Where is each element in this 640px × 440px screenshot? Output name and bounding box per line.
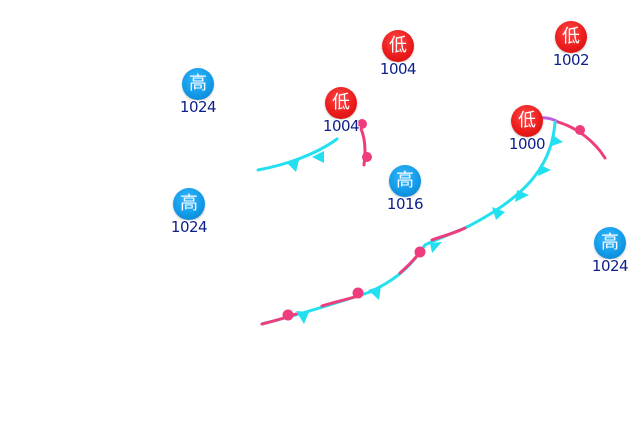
cold-front-barb <box>312 151 324 163</box>
warm-front-bump <box>282 309 294 321</box>
cold-front-barb <box>552 136 563 146</box>
low-pressure-center[interactable]: 低 1004 <box>311 87 371 139</box>
high-pressure-icon: 高 <box>594 227 626 259</box>
warm-front-bump <box>362 152 372 162</box>
front-line <box>556 120 607 160</box>
pressure-label: 1024 <box>170 218 208 236</box>
pressure-label: 1004 <box>379 60 417 78</box>
cold-front-barb <box>430 242 442 253</box>
high-pressure-icon: 高 <box>389 165 421 197</box>
high-pressure-icon: 高 <box>182 68 214 100</box>
low-pressure-center[interactable]: 低 1002 <box>541 21 601 73</box>
low-pressure-icon: 低 <box>325 87 357 119</box>
cold-front-barb <box>515 190 529 202</box>
cold-front-barb <box>296 311 309 324</box>
cold-front-barb <box>287 160 299 172</box>
warm-front-bump <box>414 246 426 258</box>
pressure-label: 1004 <box>322 117 360 135</box>
cold-front-barb <box>492 207 505 220</box>
high-pressure-center[interactable]: 高 1016 <box>375 165 435 217</box>
high-pressure-center[interactable]: 高 1024 <box>159 188 219 240</box>
pressure-label: 1024 <box>591 257 629 275</box>
cold-front-west <box>256 137 339 172</box>
warm-segment <box>320 294 360 308</box>
pressure-label: 1016 <box>386 195 424 213</box>
front-line <box>256 137 339 172</box>
high-pressure-center[interactable]: 高 1024 <box>580 227 640 279</box>
warm-front-bump <box>575 125 585 135</box>
cold-front-barb <box>368 286 381 300</box>
pressure-label: 1002 <box>552 51 590 69</box>
pressure-label: 1024 <box>179 98 217 116</box>
warm-segment <box>430 226 467 242</box>
warm-front-bump <box>352 287 364 299</box>
warm-front-bump <box>357 119 367 129</box>
high-pressure-center[interactable]: 高 1024 <box>168 68 228 120</box>
low-pressure-icon: 低 <box>382 30 414 62</box>
low-pressure-center[interactable]: 低 1000 <box>497 105 557 157</box>
low-pressure-icon: 低 <box>511 105 543 137</box>
warm-front-short <box>357 119 372 167</box>
low-pressure-icon: 低 <box>555 21 587 53</box>
pressure-label: 1000 <box>508 135 546 153</box>
warm-front-east <box>556 120 607 160</box>
low-pressure-center[interactable]: 低 1004 <box>368 30 428 82</box>
cold-front-barb <box>538 165 551 176</box>
stationary-front-long <box>260 120 563 326</box>
high-pressure-icon: 高 <box>173 188 205 220</box>
